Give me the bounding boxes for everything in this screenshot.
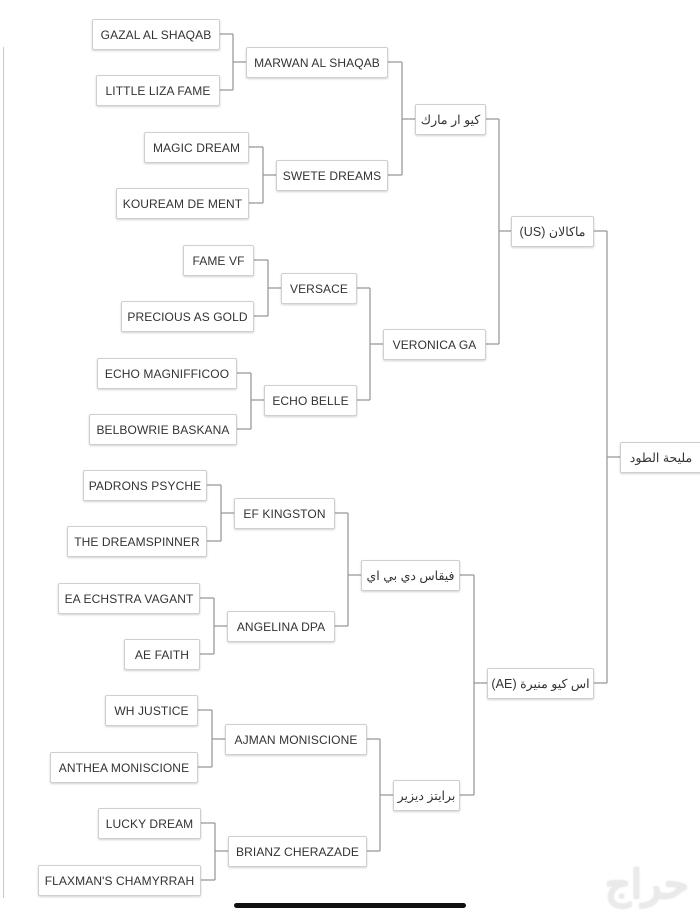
haraj-watermark-logo: حراج xyxy=(605,863,689,907)
pedigree-ancestor-box: SWETE DREAMS xyxy=(276,160,388,191)
pedigree-ancestor-box: FAME VF xyxy=(183,245,254,276)
pedigree-ancestor-box: ECHO MAGNIFFICOO xyxy=(97,358,237,389)
pedigree-ancestor-box: ماكالان (US) xyxy=(511,216,594,247)
pedigree-ancestor-box: WH JUSTICE xyxy=(105,695,198,726)
pedigree-ancestor-box: BELBOWRIE BASKANA xyxy=(89,414,237,445)
pedigree-ancestor-box: VERSACE xyxy=(281,273,357,304)
pedigree-ancestor-box: LUCKY DREAM xyxy=(98,808,201,839)
pedigree-ancestor-box: KOUREAM DE MENT xyxy=(116,188,249,219)
pedigree-ancestor-box: MARWAN AL SHAQAB xyxy=(246,47,388,78)
pedigree-ancestor-box: PADRONS PSYCHE xyxy=(83,470,207,501)
pedigree-ancestor-box: VERONICA GA xyxy=(383,329,486,360)
horse-name-box: مليحة الطود xyxy=(620,442,700,473)
home-indicator xyxy=(234,903,466,908)
pedigree-ancestor-box: EA ECHSTRA VAGANT xyxy=(58,583,200,614)
pedigree-ancestor-box: AJMAN MONISCIONE xyxy=(225,724,367,755)
pedigree-ancestor-box: FLAXMAN'S CHAMYRRAH xyxy=(38,865,201,896)
pedigree-ancestor-box: EF KINGSTON xyxy=(234,498,335,529)
pedigree-ancestor-box: ANTHEA MONISCIONE xyxy=(50,752,198,783)
pedigree-ancestor-box: ECHO BELLE xyxy=(264,385,357,416)
pedigree-ancestor-box: PRECIOUS AS GOLD xyxy=(121,301,254,332)
pedigree-ancestor-box: كيو ار مارك xyxy=(415,104,486,135)
pedigree-ancestor-box: فيقاس دي بي اي xyxy=(361,560,460,591)
pedigree-ancestor-box: THE DREAMSPINNER xyxy=(67,526,207,557)
pedigree-ancestor-box: GAZAL AL SHAQAB xyxy=(92,19,220,50)
pedigree-ancestor-box: MAGIC DREAM xyxy=(144,132,249,163)
left-edge-divider xyxy=(3,47,4,898)
pedigree-ancestor-box: ANGELINA DPA xyxy=(227,611,335,642)
pedigree-ancestor-box: برايتز ديزير xyxy=(393,780,460,811)
pedigree-ancestor-box: BRIANZ CHERAZADE xyxy=(228,836,367,867)
pedigree-ancestor-box: LITTLE LIZA FAME xyxy=(96,75,220,106)
pedigree-ancestor-box: اس كيو منيرة (AE) xyxy=(487,668,594,699)
pedigree-ancestor-box: AE FAITH xyxy=(124,639,200,670)
